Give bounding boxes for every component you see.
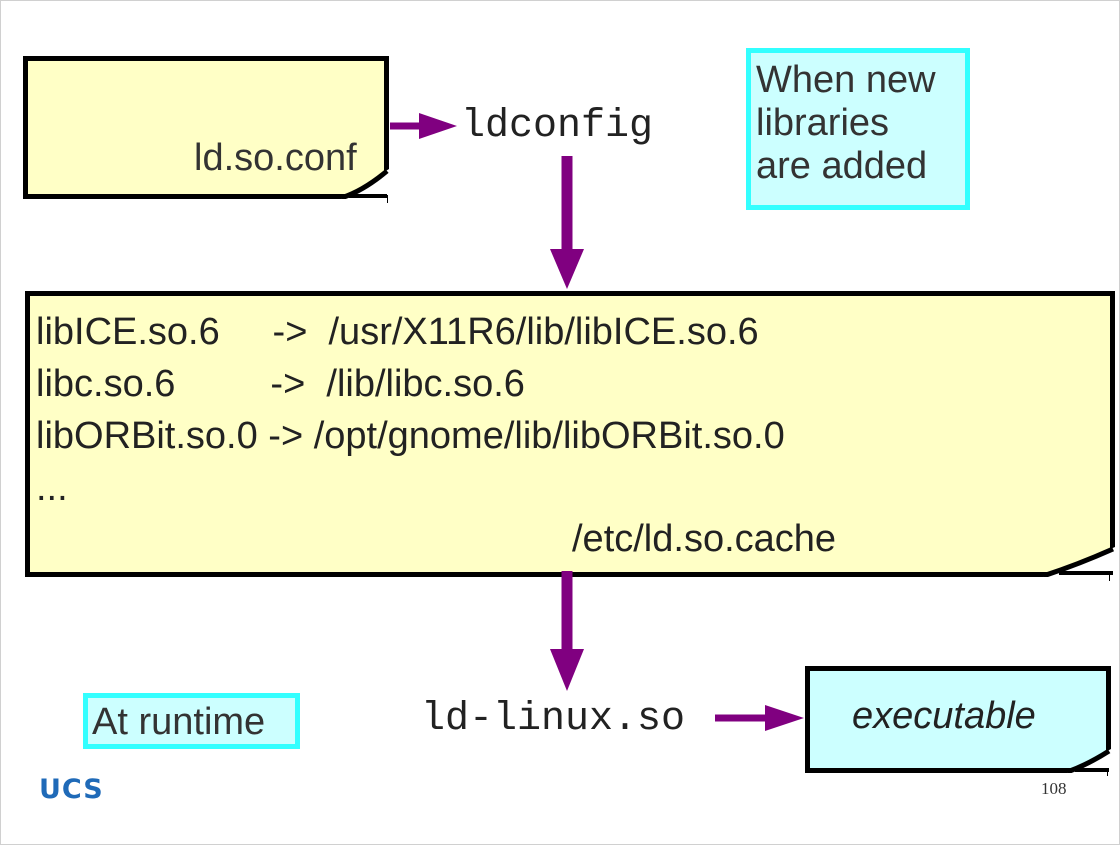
ldconfig-label: ldconfig — [461, 104, 654, 149]
when-new-libraries-tag: When new libraries are added — [746, 48, 970, 210]
executable-note: executable — [805, 666, 1111, 773]
arrow-ldconfig-to-cache — [550, 156, 584, 289]
folded-corner-icon — [1067, 749, 1111, 773]
folded-corner-icon — [341, 169, 389, 199]
ld-so-conf-label: ld.so.conf — [194, 137, 357, 179]
cache-entry: libc.so.6 -> /lib/libc.so.6 — [36, 363, 525, 405]
ld-so-cache-filename: /etc/ld.so.cache — [572, 518, 837, 560]
arrow-ld-linux-to-executable — [715, 705, 804, 731]
cache-entries-list: libICE.so.6 -> /usr/X11R6/lib/libICE.so.… — [36, 306, 785, 514]
at-runtime-label: At runtime — [92, 701, 266, 743]
cache-entry: libICE.so.6 -> /usr/X11R6/lib/libICE.so.… — [36, 311, 759, 353]
ld-linux-label: ld-linux.so — [421, 697, 686, 742]
folded-corner-icon — [1043, 547, 1115, 577]
executable-label: executable — [852, 695, 1036, 737]
arrow-cache-to-ld-linux — [550, 571, 584, 691]
ld-so-cache-note: libICE.so.6 -> /usr/X11R6/lib/libICE.so.… — [25, 291, 1115, 577]
cache-entry: ... — [36, 467, 68, 509]
cache-entry: libORBit.so.0 -> /opt/gnome/lib/libORBit… — [36, 415, 785, 457]
tag-line-3: are added — [756, 145, 928, 187]
ld-so-conf-note: ld.so.conf — [23, 56, 389, 199]
ucs-logo: UCS — [39, 774, 104, 805]
arrow-conf-to-ldconfig — [390, 113, 457, 139]
tag-line-1: When new — [756, 59, 936, 101]
tag-line-2: libraries — [756, 102, 890, 144]
page-number: 108 — [1041, 779, 1067, 798]
at-runtime-tag: At runtime — [83, 693, 300, 749]
